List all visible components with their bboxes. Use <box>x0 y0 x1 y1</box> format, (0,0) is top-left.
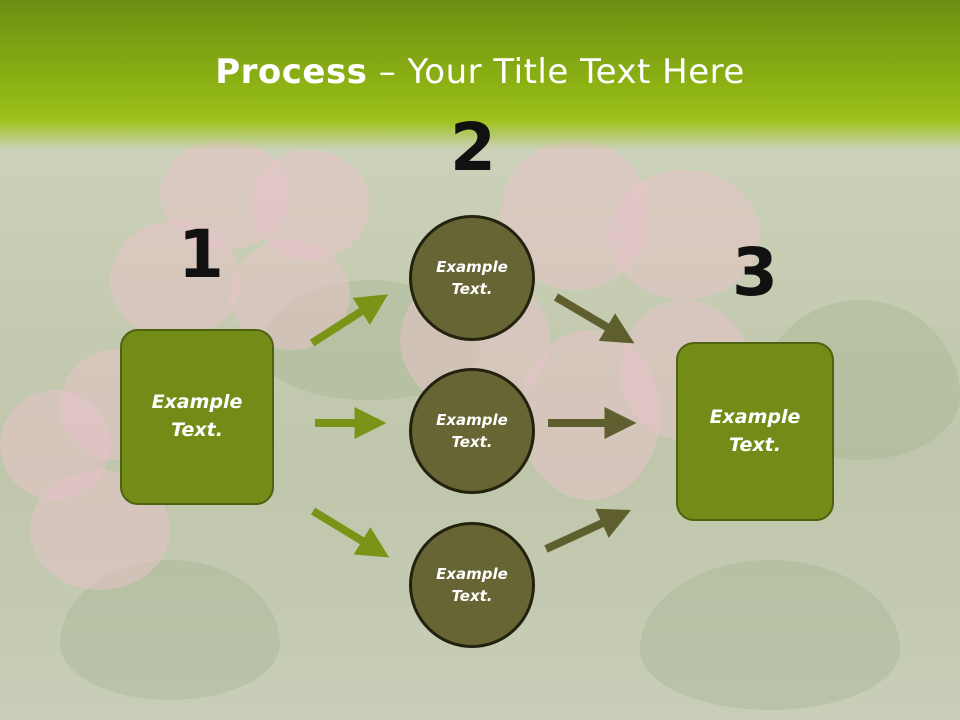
arrow-1-to-bottom <box>310 507 390 558</box>
step-2-circle-top: Example Text. <box>409 215 535 341</box>
step-2-circle-bottom: Example Text. <box>409 522 535 648</box>
step-1-box: Example Text. <box>120 329 274 505</box>
step-2-circle-middle: Example Text. <box>409 368 535 494</box>
slide-title: Process – Your Title Text Here <box>0 52 960 92</box>
arrow-top-to-3 <box>553 293 635 344</box>
step-number-1: 1 <box>178 216 224 293</box>
title-rest: – Your Title Text Here <box>367 52 745 92</box>
step-2-circle-bottom-text: Example Text. <box>436 564 508 606</box>
step-3-text: Example Text. <box>709 405 801 456</box>
step-2-circle-top-text: Example Text. <box>436 257 508 299</box>
step-2-circle-middle-text: Example Text. <box>436 410 508 452</box>
title-bold: Process <box>215 52 368 92</box>
step-number-2: 2 <box>450 109 496 186</box>
arrow-1-to-top <box>309 294 389 347</box>
arrow-bottom-to-3 <box>544 508 632 553</box>
step-number-3: 3 <box>732 234 778 311</box>
step-3-box: Example Text. <box>676 342 834 521</box>
title-bar <box>0 0 960 150</box>
step-1-text: Example Text. <box>151 391 243 441</box>
